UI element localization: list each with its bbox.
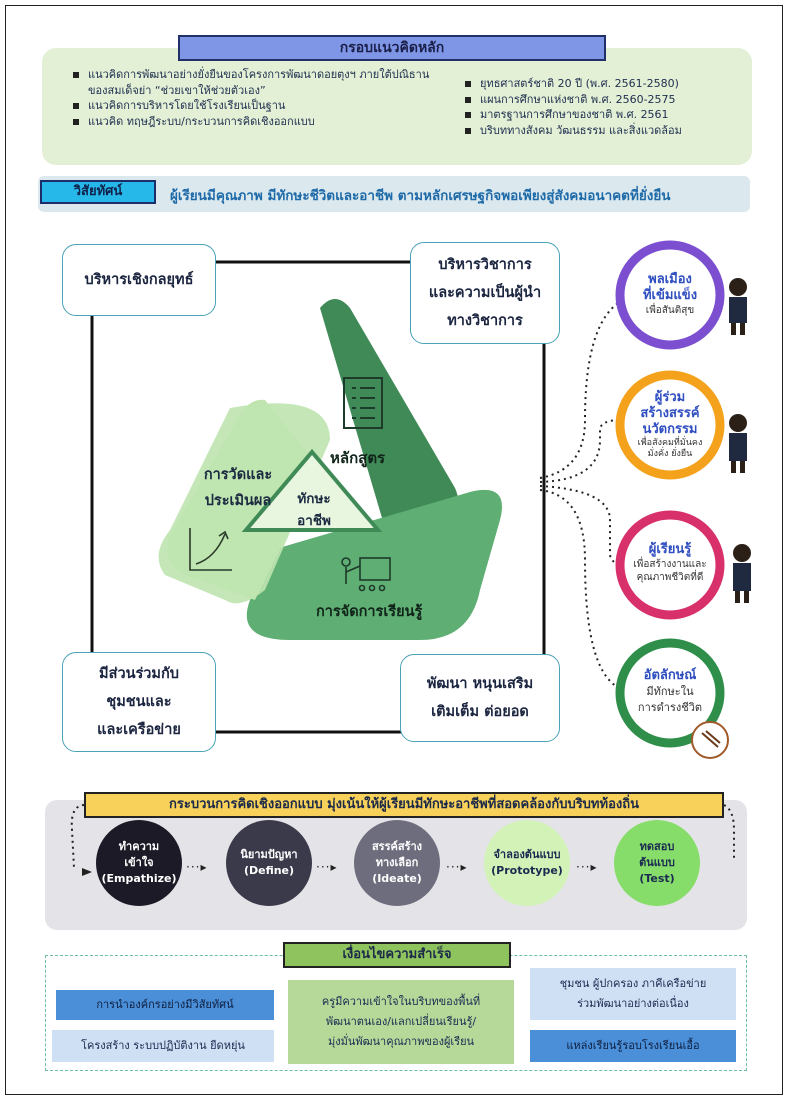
triad-shape (158, 299, 502, 640)
framework-left-list: แนวคิดการพัฒนาอย่างยั่งยืนของโครงการพัฒน… (70, 67, 440, 129)
step-arrow-icon: ···▸ (186, 860, 208, 874)
school-logo-icon (691, 721, 729, 759)
outcome-ring-1 (615, 240, 725, 350)
framework-item: บริบททางสังคม วัฒนธรรม และสิ่งแวดล้อม (462, 123, 742, 139)
student-figure-icon (729, 278, 747, 335)
diagram-square (90, 260, 546, 734)
framework-right-list: ยุทธศาสตร์ชาติ 20 ปี (พ.ศ. 2561-2580) แผ… (462, 76, 742, 138)
triad-curriculum-label: หลักสูตร (330, 449, 386, 467)
outcome-ring-3 (615, 510, 725, 620)
vision-bar (38, 176, 750, 212)
step-arrow-icon: ···▸ (316, 860, 338, 874)
step-test: ทดสอบต้นแบบ(Test) (614, 820, 700, 906)
outcome-4: อัตลักษณ์ มีทักษะใน การดำรงชีวิต (637, 668, 703, 714)
framework-item: แผนการศึกษาแห่งชาติ พ.ศ. 2560-2575 (462, 92, 742, 108)
triad-learning-label: การจัดการเรียนรู้ (316, 604, 423, 620)
success-teachers: ครูมีความเข้าใจในบริบทของพื้นที่พัฒนาตนเ… (288, 980, 514, 1064)
framework-panel (42, 48, 752, 165)
framework-item: ยุทธศาสตร์ชาติ 20 ปี (พ.ศ. 2561-2580) (462, 76, 742, 92)
student-figure-icon (729, 414, 747, 473)
framework-item: มาตรฐานการศึกษาของชาติ พ.ศ. 2561 (462, 107, 742, 123)
framework-item: แนวคิดการพัฒนาอย่างยั่งยืนของโครงการพัฒน… (70, 67, 440, 98)
outcome-circles (615, 240, 751, 759)
outcome-1: พลเมือง ที่เข้มแข็ง เพื่อสันติสุข (642, 272, 698, 316)
vision-label: วิสัยทัศน์ (40, 180, 156, 204)
step-empathize: ทำความเข้าใจ(Empathize) (96, 820, 182, 906)
framework-item: แนวคิดการบริหารโดยใช้โรงเรียนเป็นฐาน (70, 98, 440, 114)
triad-center (241, 448, 383, 532)
step-prototype: จำลองต้นแบบ(Prototype) (484, 820, 570, 906)
success-learning-sources: แหล่งเรียนรู้รอบโรงเรียนเอื้อ (530, 1030, 736, 1062)
outcome-ring-2 (615, 370, 725, 480)
design-thinking-title: กระบวนการคิดเชิงออกแบบ มุ่งเน้นให้ผู้เรี… (84, 792, 724, 818)
success-leadership: การนำองค์กรอย่างมีวิสัยทัศน์ (56, 990, 274, 1020)
triad-center-label: ทักษะอาชีพ (297, 491, 331, 529)
connector-3 (539, 485, 626, 566)
triad-assessment-label: การวัดและประเมินผล (203, 467, 273, 509)
teacher-board-icon (341, 557, 391, 592)
success-structure: โครงสร้าง ระบบปฏิบัติงาน ยืดหยุ่น (52, 1030, 274, 1062)
corner-development: พัฒนา หนุนเสริมเติมเต็ม ต่อยอด (400, 654, 560, 742)
page-frame (5, 5, 783, 1095)
outcome-connectors (539, 294, 641, 691)
corner-strategic-management: บริหารเชิงกลยุทธ์ (62, 244, 216, 316)
outcome-ring-4 (615, 638, 725, 748)
step-arrow-icon: ···▸ (446, 860, 468, 874)
corner-academic-management: บริหารวิชาการและความเป็นผู้นำทางวิชาการ (410, 242, 560, 344)
success-title: เงื่อนไขความสำเร็จ (283, 942, 511, 968)
step-arrow-icon: ···▸ (576, 860, 598, 874)
framework-item: แนวคิด ทฤษฎีระบบ/กระบวนการคิดเชิงออกแบบ (70, 114, 440, 130)
corner-community-participation: มีส่วนร่วมกับชุมชนและและเครือข่าย (62, 652, 216, 752)
success-community: ชุมชน ผู้ปกครอง ภาคีเครือข่ายร่วมพัฒนาอย… (530, 968, 736, 1020)
outcome-2: ผู้ร่วม สร้างสรรค์ นวัตกรรม เพื่อสังคมที… (637, 390, 703, 459)
triad-curriculum (320, 299, 458, 518)
outcome-3: ผู้เรียนรู้ เพื่อสร้างงานและ คุณภาพชีวิต… (633, 542, 707, 583)
vision-statement: ผู้เรียนมีคุณภาพ มีทักษะชีวิตและอาชีพ ตา… (170, 188, 671, 204)
step-ideate: สรรค์สร้างทางเลือก(Ideate) (354, 820, 440, 906)
growth-chart-icon (189, 528, 232, 571)
connector-4 (539, 489, 626, 691)
step-define: นิยามปัญหา(Define) (226, 820, 312, 906)
student-figure-icon (733, 544, 751, 603)
triad-learning (246, 489, 502, 640)
checklist-icon (343, 377, 383, 429)
framework-title: กรอบแนวคิดหลัก (178, 35, 606, 61)
